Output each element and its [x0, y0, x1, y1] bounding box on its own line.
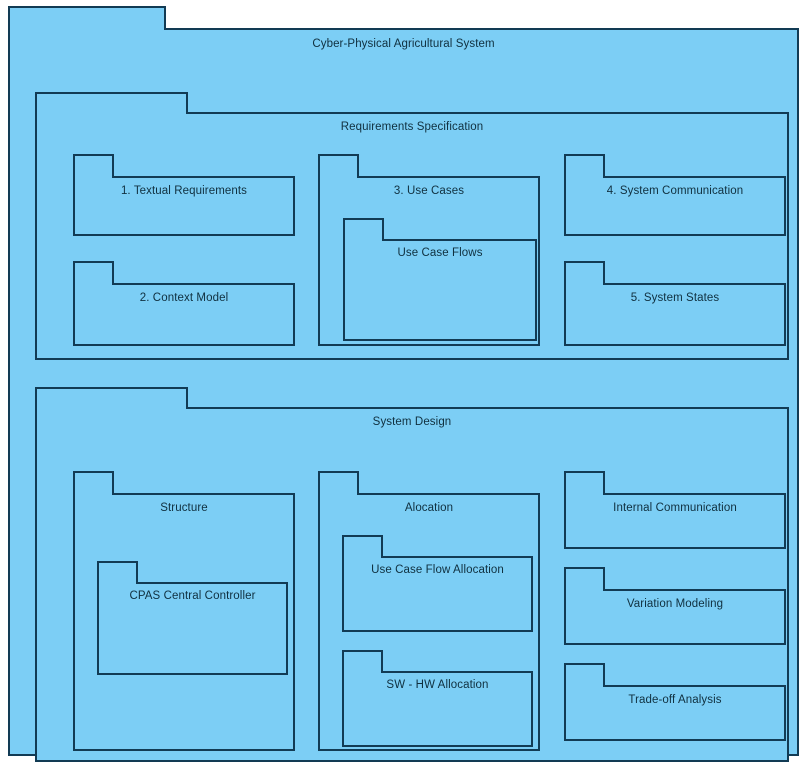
package-tab [318, 471, 359, 495]
package-title: Trade-off Analysis [628, 694, 722, 706]
package-body: 4. System Communication [564, 176, 786, 236]
package-tab [97, 561, 138, 584]
package-sw-hw-allocation[interactable]: SW - HW Allocation [342, 650, 533, 747]
package-tab [318, 154, 359, 178]
package-title: Use Case Flow Allocation [371, 564, 504, 576]
package-body: Structure CPAS Central Controller [73, 493, 295, 751]
package-allocation[interactable]: Alocation Use Case Flow Allocation [318, 471, 540, 751]
package-internal-communication[interactable]: Internal Communication [564, 471, 786, 549]
package-tab [73, 261, 114, 285]
package-use-cases[interactable]: 3. Use Cases Use Case Flows [318, 154, 540, 346]
package-title: Structure [160, 502, 208, 514]
package-title: 4. System Communication [606, 185, 744, 197]
package-tab [35, 92, 188, 114]
package-tab [343, 218, 384, 241]
package-body: Use Case Flows [343, 239, 537, 341]
package-body: System Design Structure CPAS Central Con… [35, 407, 789, 762]
package-title: 2. Context Model [139, 292, 229, 304]
package-tab [564, 567, 605, 591]
package-tab [73, 154, 114, 178]
package-title: Cyber-Physical Agricultural System [312, 38, 495, 50]
package-body: SW - HW Allocation [342, 671, 533, 747]
package-title: 5. System States [630, 292, 720, 304]
package-body: Cyber-Physical Agricultural System Requi… [8, 28, 799, 762]
package-title: SW - HW Allocation [386, 679, 489, 691]
package-body: Internal Communication [564, 493, 786, 549]
package-title: Alocation [404, 502, 454, 514]
package-title: Variation Modeling [626, 598, 724, 610]
package-tab [73, 471, 114, 495]
package-body: Variation Modeling [564, 589, 786, 645]
package-tab [342, 650, 383, 673]
package-tab [342, 535, 383, 558]
package-variation-modeling[interactable]: Variation Modeling [564, 567, 786, 645]
package-title: 1. Textual Requirements [120, 185, 248, 197]
package-cyber-physical-agricultural-system[interactable]: Cyber-Physical Agricultural System Requi… [8, 6, 799, 762]
package-trade-off-analysis[interactable]: Trade-off Analysis [564, 663, 786, 741]
package-body: Use Case Flow Allocation [342, 556, 533, 632]
package-tab [564, 663, 605, 687]
package-body: 5. System States [564, 283, 786, 346]
package-title: Requirements Specification [340, 121, 484, 133]
package-tab [8, 6, 166, 30]
package-system-communication[interactable]: 4. System Communication [564, 154, 786, 236]
package-cpas-central-controller[interactable]: CPAS Central Controller [97, 561, 288, 675]
package-tab [564, 471, 605, 495]
package-body: 3. Use Cases Use Case Flows [318, 176, 540, 346]
package-tab [564, 154, 605, 178]
package-tab [564, 261, 605, 285]
package-body: Alocation Use Case Flow Allocation [318, 493, 540, 751]
package-tab [35, 387, 188, 409]
package-body: CPAS Central Controller [97, 582, 288, 675]
package-use-case-flow-allocation[interactable]: Use Case Flow Allocation [342, 535, 533, 632]
package-body: 2. Context Model [73, 283, 295, 346]
package-title: Internal Communication [613, 502, 737, 514]
package-body: Trade-off Analysis [564, 685, 786, 741]
package-title: CPAS Central Controller [129, 590, 256, 602]
package-title: Use Case Flows [397, 247, 483, 259]
package-use-case-flows[interactable]: Use Case Flows [343, 218, 537, 341]
package-system-design[interactable]: System Design Structure CPAS Central Con… [35, 387, 789, 762]
package-requirements-specification[interactable]: Requirements Specification 1. Textual Re… [35, 92, 789, 360]
package-body: 1. Textual Requirements [73, 176, 295, 236]
package-context-model[interactable]: 2. Context Model [73, 261, 295, 346]
package-body: Requirements Specification 1. Textual Re… [35, 112, 789, 360]
package-title: 3. Use Cases [393, 185, 465, 197]
package-structure[interactable]: Structure CPAS Central Controller [73, 471, 295, 751]
package-textual-requirements[interactable]: 1. Textual Requirements [73, 154, 295, 236]
package-system-states[interactable]: 5. System States [564, 261, 786, 346]
package-title: System Design [372, 416, 452, 428]
